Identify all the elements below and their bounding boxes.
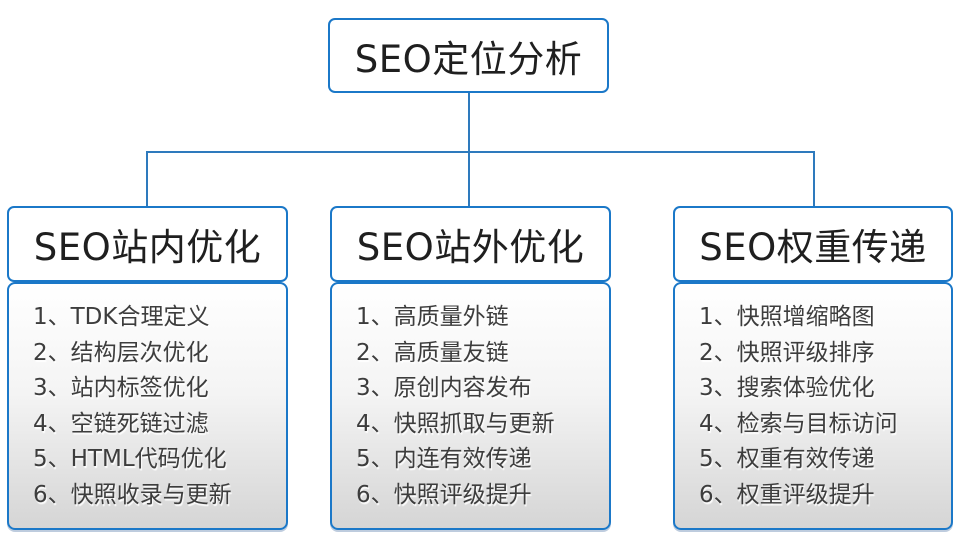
- root-node-title: SEO定位分析: [354, 37, 583, 81]
- list-item: 2、结构层次优化: [33, 339, 209, 366]
- list-offsite: 1、高质量外链 2、高质量友链 3、原创内容发布 4、快照抓取与更新 5、内连有…: [332, 284, 609, 513]
- list-panel-onsite: 1、TDK合理定义 2、结构层次优化 3、站内标签优化 4、空链死链过滤 5、H…: [7, 282, 288, 530]
- list-item: 3、站内标签优化: [33, 375, 209, 401]
- connector-drop-right: [813, 151, 815, 207]
- list-item: 3、搜索体验优化: [699, 375, 875, 401]
- connector-drop-left: [146, 151, 148, 207]
- list-item: 2、高质量友链: [356, 339, 509, 366]
- column-header-weight-title: SEO权重传递: [699, 226, 927, 269]
- list-item: 2、快照评级排序: [699, 339, 875, 366]
- root-node-seo-positioning: SEO定位分析: [328, 18, 609, 93]
- connector-root-stem: [468, 92, 470, 152]
- list-item: 1、高质量外链: [356, 304, 509, 330]
- list-item: 3、原创内容发布: [356, 375, 532, 401]
- column-header-offsite-title: SEO站外优化: [356, 226, 585, 269]
- list-item: 5、权重有效传递: [699, 446, 875, 472]
- column-header-onsite-title: SEO站内优化: [33, 226, 262, 269]
- connector-horizontal-bar: [146, 151, 815, 153]
- list-item: 6、权重评级提升: [699, 481, 875, 508]
- list-item: 4、检索与目标访问: [699, 410, 898, 437]
- column-header-offsite: SEO站外优化: [330, 206, 611, 282]
- column-header-onsite: SEO站内优化: [7, 206, 288, 282]
- list-item: 4、快照抓取与更新: [356, 410, 555, 437]
- list-weight: 1、快照增缩略图 2、快照评级排序 3、搜索体验优化 4、检索与目标访问 5、权…: [675, 284, 951, 513]
- list-item: 1、TDK合理定义: [33, 304, 210, 330]
- list-onsite: 1、TDK合理定义 2、结构层次优化 3、站内标签优化 4、空链死链过滤 5、H…: [9, 284, 286, 513]
- list-item: 5、HTML代码优化: [33, 446, 227, 472]
- list-panel-weight: 1、快照增缩略图 2、快照评级排序 3、搜索体验优化 4、检索与目标访问 5、权…: [673, 282, 953, 530]
- column-header-weight: SEO权重传递: [673, 206, 953, 282]
- list-item: 6、快照收录与更新: [33, 481, 232, 508]
- connector-drop-middle: [468, 151, 470, 207]
- list-item: 1、快照增缩略图: [699, 304, 875, 330]
- list-panel-offsite: 1、高质量外链 2、高质量友链 3、原创内容发布 4、快照抓取与更新 5、内连有…: [330, 282, 611, 530]
- list-item: 6、快照评级提升: [356, 481, 532, 508]
- list-item: 4、空链死链过滤: [33, 410, 209, 437]
- list-item: 5、内连有效传递: [356, 446, 532, 472]
